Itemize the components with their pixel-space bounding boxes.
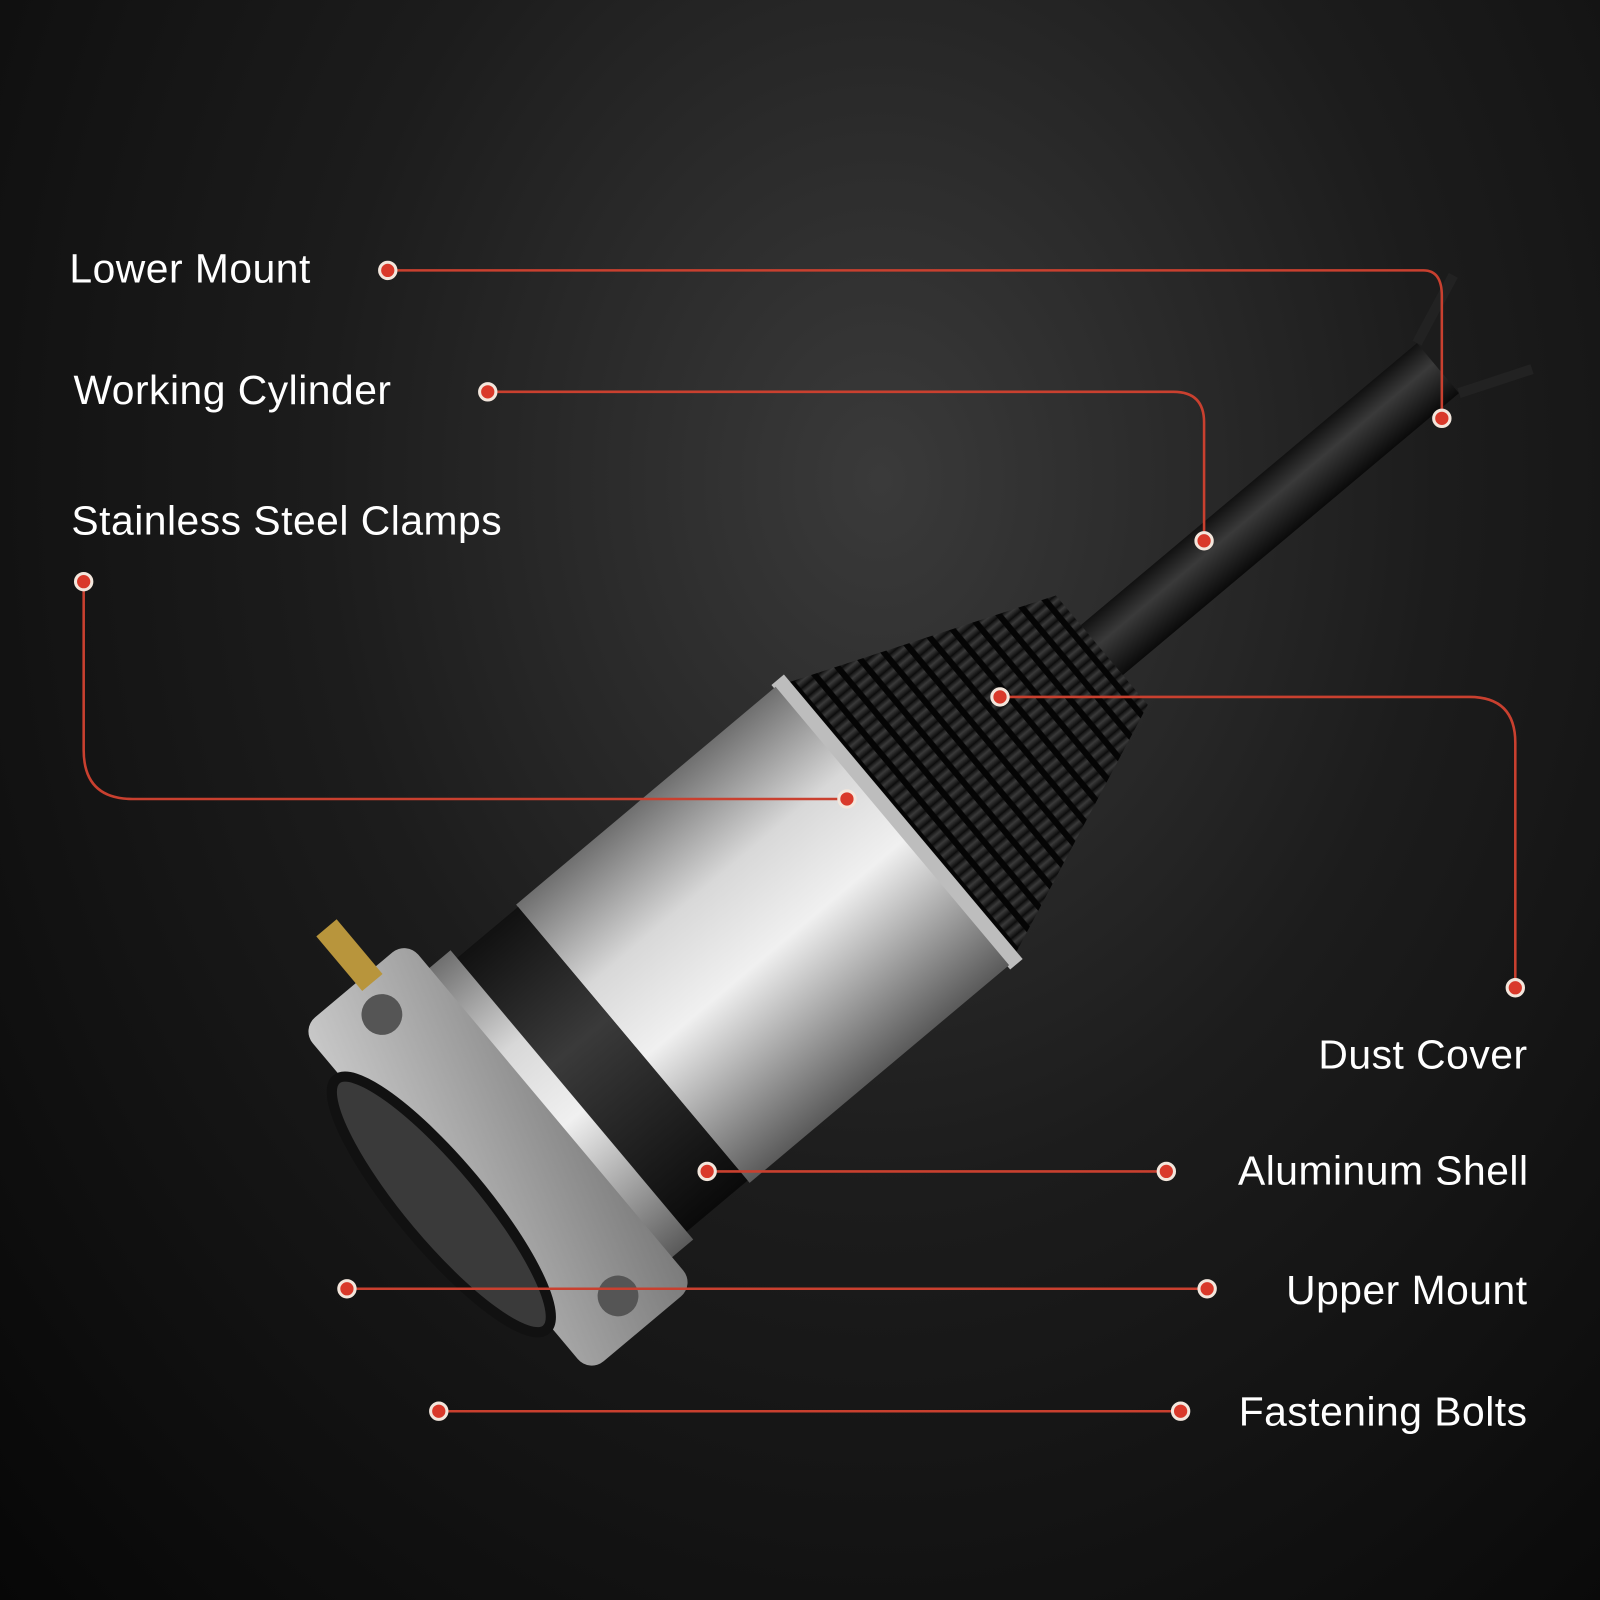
working-cylinder-leader xyxy=(487,390,1206,541)
callout-dot xyxy=(1432,408,1452,429)
callout-dot xyxy=(378,260,398,281)
upper-mount-plate xyxy=(308,948,688,1366)
callout-dot xyxy=(697,1161,717,1182)
label-working-cylinder: Working Cylinder xyxy=(73,367,391,413)
lower-mount-fork xyxy=(1412,272,1534,398)
callout-dot xyxy=(337,1279,357,1299)
lower-clamp-ring xyxy=(425,950,694,1261)
mount-opening xyxy=(326,1071,556,1338)
air-valve xyxy=(316,919,383,992)
callout-dot xyxy=(1197,1279,1217,1299)
label-stainless-steel-clamps: Stainless Steel Clamps xyxy=(71,498,502,544)
bolt-hole xyxy=(597,1275,639,1317)
callout-dot xyxy=(837,789,857,809)
dust-cover-leader xyxy=(1000,695,1517,988)
callout-dot xyxy=(429,1401,449,1421)
clamps-leader xyxy=(82,581,847,801)
lower-mount-leader xyxy=(387,269,1444,419)
callout-dot xyxy=(478,382,498,402)
bolt-hole xyxy=(361,994,403,1035)
strut xyxy=(308,272,1534,1366)
label-dust-cover: Dust Cover xyxy=(1318,1031,1527,1077)
label-fastening-bolts: Fastening Bolts xyxy=(1239,1389,1528,1435)
label-lower-mount: Lower Mount xyxy=(69,246,311,292)
callout-dots xyxy=(73,260,1525,1421)
label-upper-mount: Upper Mount xyxy=(1286,1267,1528,1313)
air-spring-band xyxy=(455,906,748,1233)
callout-dot xyxy=(1194,531,1214,551)
callout-dot xyxy=(1156,1161,1177,1182)
callout-dot xyxy=(73,571,94,592)
callout-dot xyxy=(990,687,1010,707)
clamp-ring xyxy=(771,674,1023,970)
aluminum-shell-body xyxy=(516,686,1010,1183)
label-aluminum-shell: Aluminum Shell xyxy=(1238,1148,1529,1194)
dust-cover-bellows xyxy=(783,595,1148,958)
callout-dot xyxy=(1170,1401,1191,1421)
callout-dot xyxy=(1505,978,1525,998)
piston-rod xyxy=(1080,343,1459,676)
